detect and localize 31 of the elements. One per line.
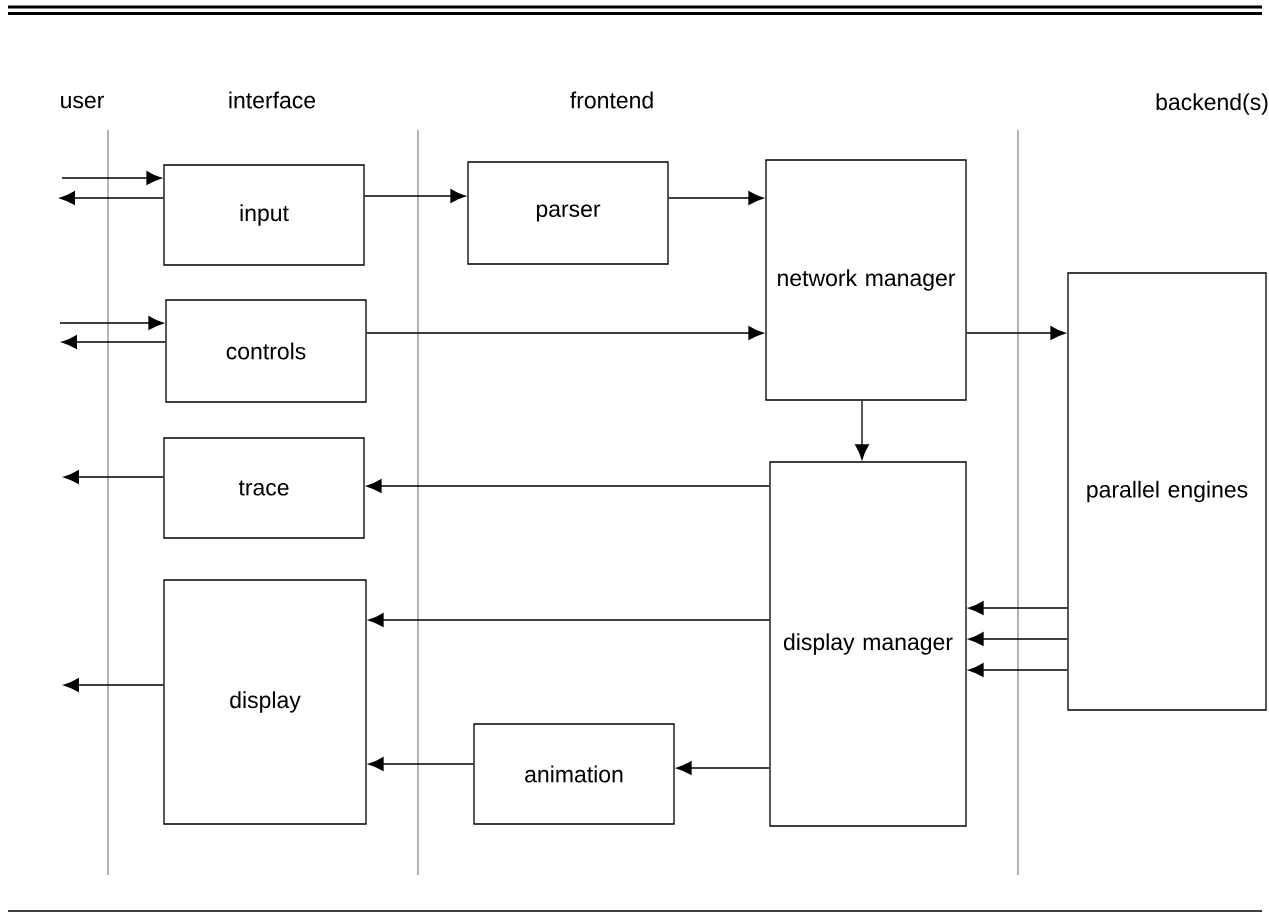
- arrow: [366, 479, 770, 493]
- arrow: [368, 613, 770, 627]
- process-box: controls: [165, 299, 367, 403]
- column-heading: backend(s): [1156, 93, 1268, 115]
- process-box: input: [163, 164, 365, 266]
- arrow: [63, 678, 164, 692]
- column-heading: user: [61, 95, 104, 109]
- arrow: [59, 191, 164, 205]
- arrow: [366, 326, 764, 340]
- arrow: [968, 601, 1068, 615]
- process-box: animation: [473, 723, 675, 825]
- process-box: trace: [163, 437, 365, 539]
- process-box: display manager: [769, 461, 967, 827]
- arrow: [855, 400, 869, 460]
- arrow: [966, 326, 1066, 340]
- process-box: parallel engines: [1067, 272, 1267, 711]
- arrow: [63, 470, 164, 484]
- arrow: [61, 171, 162, 185]
- column-heading: frontend: [570, 91, 653, 109]
- process-box: parser: [467, 161, 669, 265]
- arrow: [364, 189, 466, 203]
- arrow: [968, 632, 1068, 646]
- process-box: display: [163, 579, 367, 825]
- process-box: network manager: [765, 159, 967, 401]
- arrow: [59, 316, 164, 330]
- arrow: [676, 761, 770, 775]
- arrow: [968, 663, 1068, 677]
- arrow: [368, 757, 474, 771]
- arrow: [668, 191, 764, 205]
- arrow: [61, 335, 166, 349]
- column-heading: interface: [229, 91, 316, 109]
